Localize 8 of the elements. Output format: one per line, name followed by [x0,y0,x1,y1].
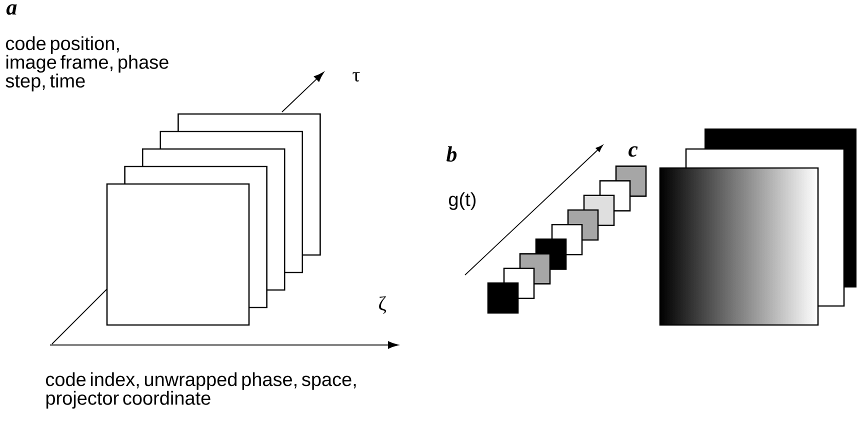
axis-symbol: ζ [379,296,386,314]
panel-label: a [6,4,17,15]
axis-label: code index, unwrapped phase, space, projector coordinate [46,372,356,409]
signal-label: g(t) [449,192,476,210]
panel-label: b [446,146,457,162]
axis-label: code position, image frame, phase step, time [6,36,168,92]
panel-label: c [628,146,638,157]
axis-symbol: τ [352,72,360,82]
